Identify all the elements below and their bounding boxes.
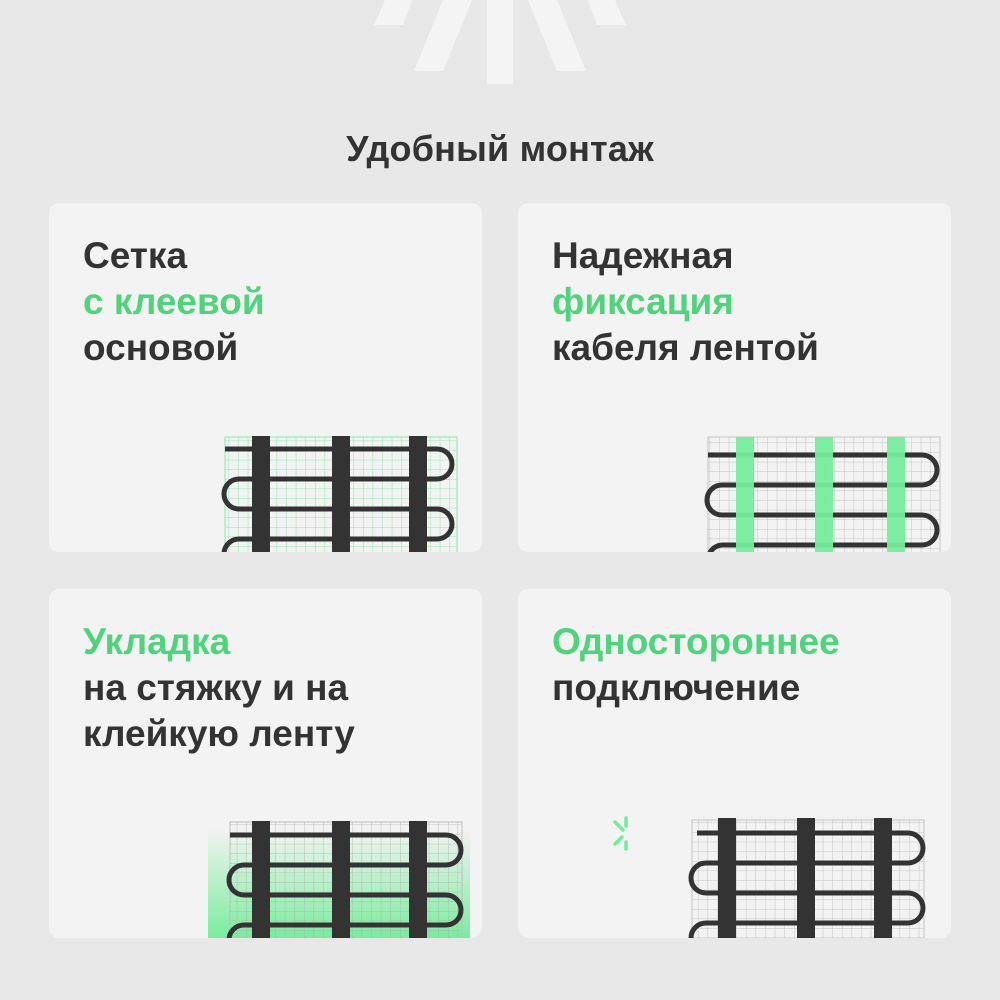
- feature-card-adhesive-mesh: Сетка с клеевой основой: [49, 203, 482, 552]
- page-title: Удобный монтаж: [346, 128, 654, 169]
- heating-mat-single-lead-icon: [613, 816, 926, 938]
- card-heading: Надежная фиксация кабеля лентой: [552, 233, 819, 371]
- radiating-lines-logo-icon: [374, 0, 626, 84]
- card-heading-line-accent: Укладка: [83, 621, 231, 662]
- card-heading-line: Сетка: [83, 235, 188, 276]
- card-heading-line: подключение: [552, 667, 801, 708]
- card-heading-line-accent: фиксация: [552, 281, 734, 322]
- card-heading: Укладка на стяжку и на клейкую ленту: [83, 619, 355, 757]
- card-heading-line: кабеля лентой: [552, 327, 819, 368]
- card-heading-line: клейкую ленту: [83, 713, 355, 754]
- spark-icon: [613, 816, 628, 851]
- feature-card-tape-fixation: Надежная фиксация кабеля лентой: [518, 203, 951, 552]
- heating-mat-gradient-base-icon: [208, 821, 470, 938]
- card-heading-line: на стяжку и на: [83, 667, 349, 708]
- feature-card-one-side-connection: Одностороннее подключение: [518, 589, 951, 938]
- card-heading-line-accent: с клеевой: [83, 281, 265, 322]
- heating-mat-green-mesh-icon: [221, 436, 458, 552]
- heating-mat-green-tape-icon: [704, 436, 941, 552]
- card-heading: Сетка с клеевой основой: [83, 233, 265, 371]
- feature-card-installation: Укладка на стяжку и на клейкую ленту: [49, 589, 482, 938]
- card-heading-line: Надежная: [552, 235, 734, 276]
- card-heading: Одностороннее подключение: [552, 619, 840, 711]
- card-heading-line: основой: [83, 327, 239, 368]
- card-heading-line-accent: Одностороннее: [552, 621, 840, 662]
